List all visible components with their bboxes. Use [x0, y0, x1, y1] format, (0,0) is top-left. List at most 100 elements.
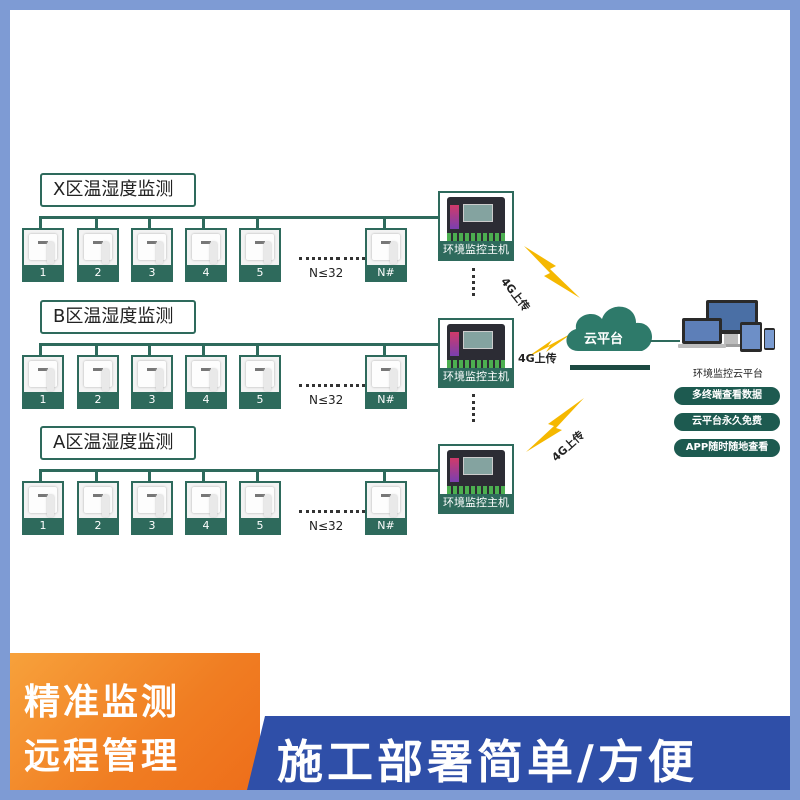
sensor-label: 3 — [133, 518, 171, 533]
monitor-host: 环境监控主机 — [438, 444, 514, 514]
ellipsis-dots — [337, 510, 377, 514]
banner-left: 精准监测 远程管理 — [10, 653, 260, 790]
ellipsis-dots — [299, 510, 339, 514]
host-device-image — [447, 324, 505, 368]
zone-title: A区温湿度监测 — [40, 426, 196, 460]
sensor-count-note: N≤32 — [309, 393, 344, 407]
bus-drop — [39, 216, 42, 228]
sensor-device: 4 — [185, 481, 227, 535]
lightning-icon — [526, 332, 574, 358]
zone-group-b: B区温湿度监测 1 2 3 4 5 N≤32 N# 环境监控主机 — [10, 300, 790, 490]
sensor-count-note: N≤32 — [309, 266, 344, 280]
host-device-image — [447, 450, 505, 494]
ellipsis-dots — [337, 384, 377, 388]
banner-main-text: 施工部署简单/方便 — [277, 735, 698, 789]
feature-pill: APP随时随地查看 — [674, 439, 780, 457]
sensor-label: 4 — [187, 265, 225, 280]
bus-drop — [95, 469, 98, 481]
bus-drop — [39, 343, 42, 355]
host-label: 环境监控主机 — [440, 241, 512, 259]
sensor-device: 2 — [77, 355, 119, 409]
feature-pill: 多终端查看数据 — [674, 387, 780, 405]
sensor-label: 2 — [79, 392, 117, 407]
bus-drop — [39, 469, 42, 481]
sensor-label: 5 — [241, 265, 279, 280]
sensor-label: 2 — [79, 265, 117, 280]
sensor-label: 2 — [79, 518, 117, 533]
uplink-label: 4G上传 — [518, 352, 557, 365]
banner-line-2: 远程管理 — [24, 736, 181, 777]
sensor-label: 5 — [241, 518, 279, 533]
host-label: 环境监控主机 — [440, 368, 512, 386]
sensor-count-note: N≤32 — [309, 519, 344, 533]
sensor-device: 1 — [22, 355, 64, 409]
zone-title: X区温湿度监测 — [40, 173, 196, 207]
sensor-device: 3 — [131, 228, 173, 282]
devices-icon — [678, 300, 775, 352]
sensor-label: 3 — [133, 265, 171, 280]
bus-drop — [202, 216, 205, 228]
cloud-label: 云平台 — [584, 332, 624, 347]
bus-drop — [148, 469, 151, 481]
sensor-device: 3 — [131, 355, 173, 409]
cloud-platform: 云平台 — [560, 295, 660, 355]
platform-label: 环境监控云平台 — [693, 369, 763, 380]
sensor-device: N# — [365, 228, 407, 282]
bus-drop — [256, 469, 259, 481]
cloud-base-line — [570, 365, 650, 370]
sensor-label: N# — [367, 392, 405, 407]
bus-drop — [95, 216, 98, 228]
sensor-device: 5 — [239, 355, 281, 409]
bus-drop — [383, 343, 386, 355]
sensor-label: N# — [367, 265, 405, 280]
lightning-icon — [526, 398, 584, 452]
sensor-device: 4 — [185, 355, 227, 409]
bus-drop — [202, 469, 205, 481]
diagram-canvas: X区温湿度监测 1 2 3 4 5 N≤32 N# 环境监控主机 B区温湿度监测… — [10, 10, 790, 790]
zone-group-x: X区温湿度监测 1 2 3 4 5 N≤32 N# 环境监控主机 — [10, 173, 790, 363]
bus-line — [39, 469, 439, 472]
bus-drop — [383, 469, 386, 481]
host-device-image — [447, 197, 505, 241]
bus-drop — [148, 216, 151, 228]
ellipsis-dots — [299, 257, 339, 261]
sensor-label: 5 — [241, 392, 279, 407]
sensor-label: 3 — [133, 392, 171, 407]
banner-line-1: 精准监测 — [24, 682, 181, 723]
sensor-label: N# — [367, 518, 405, 533]
sensor-device: 4 — [185, 228, 227, 282]
sensor-device: 5 — [239, 228, 281, 282]
lightning-icon — [524, 246, 580, 298]
sensor-label: 4 — [187, 392, 225, 407]
sensor-device: N# — [365, 481, 407, 535]
ellipsis-dots — [337, 257, 377, 261]
zone-title: B区温湿度监测 — [40, 300, 196, 334]
sensor-label: 1 — [24, 265, 62, 280]
sensor-device: 2 — [77, 481, 119, 535]
host-label: 环境监控主机 — [440, 494, 512, 512]
sensor-device: 1 — [22, 228, 64, 282]
sensor-device: 3 — [131, 481, 173, 535]
bus-drop — [202, 343, 205, 355]
bus-drop — [256, 343, 259, 355]
feature-pill: 云平台永久免费 — [674, 413, 780, 431]
bus-drop — [95, 343, 98, 355]
banner-right: 施工部署简单/方便 — [247, 716, 790, 790]
zone-group-a: A区温湿度监测 1 2 3 4 5 N≤32 N# 环境监控主机 — [10, 426, 790, 616]
vertical-ellipsis — [472, 394, 476, 422]
sensor-device: 2 — [77, 228, 119, 282]
vertical-ellipsis — [472, 268, 476, 296]
sensor-device: N# — [365, 355, 407, 409]
sensor-label: 1 — [24, 518, 62, 533]
cloud-icon — [566, 306, 653, 351]
bus-line — [39, 343, 439, 346]
monitor-host: 环境监控主机 — [438, 191, 514, 261]
sensor-device: 1 — [22, 481, 64, 535]
monitor-host: 环境监控主机 — [438, 318, 514, 388]
bus-line — [39, 216, 439, 219]
bus-drop — [148, 343, 151, 355]
sensor-device: 5 — [239, 481, 281, 535]
bus-drop — [256, 216, 259, 228]
sensor-label: 4 — [187, 518, 225, 533]
ellipsis-dots — [299, 384, 339, 388]
